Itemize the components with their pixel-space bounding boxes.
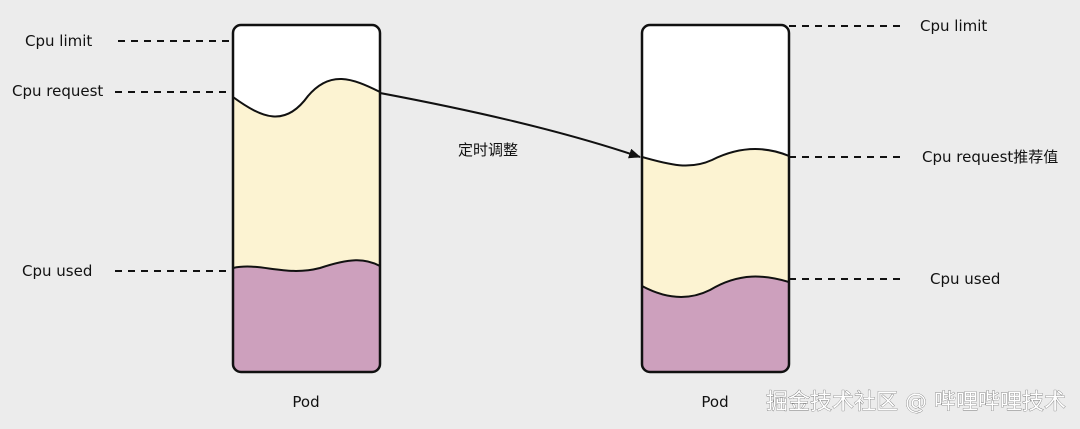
right-pod-name: Pod (701, 393, 728, 411)
left-pod-used-region (233, 260, 380, 372)
right-pod-used-region (642, 276, 789, 372)
left-request-label: Cpu request (12, 82, 103, 100)
left-labels: Cpu limit Cpu request Cpu used (12, 32, 233, 280)
left-used-label: Cpu used (22, 262, 92, 280)
right-pod: Pod (640, 23, 791, 411)
right-used-label: Cpu used (930, 270, 1000, 288)
adjust-arrow-line (379, 92, 641, 159)
left-pod: Pod (231, 23, 382, 411)
left-pod-outline (231, 23, 382, 374)
adjust-arrow: 定时调整 (379, 92, 641, 159)
left-limit-label: Cpu limit (25, 32, 92, 50)
right-limit-label: Cpu limit (920, 17, 987, 35)
right-pod-outline (640, 23, 791, 374)
right-labels: Cpu limit Cpu request推荐值 Cpu used (789, 17, 1058, 288)
adjust-arrow-label: 定时调整 (458, 141, 518, 159)
left-pod-name: Pod (292, 393, 319, 411)
right-request-label: Cpu request推荐值 (922, 148, 1058, 166)
watermark: 掘金技术社区 @ 哔哩哔哩技术 (766, 390, 1066, 415)
